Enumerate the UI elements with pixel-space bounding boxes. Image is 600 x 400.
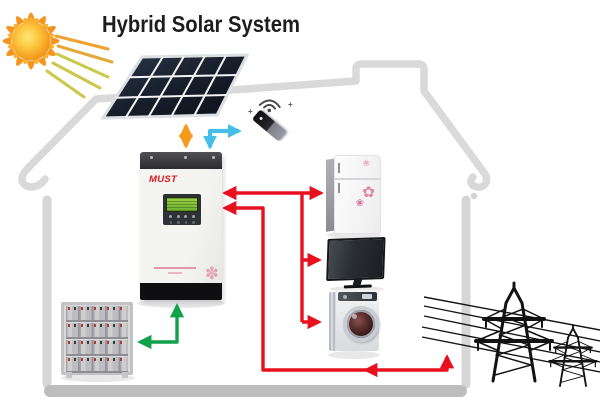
tv-screen xyxy=(326,236,386,282)
solar-panel-grid xyxy=(115,54,238,118)
sun-beams xyxy=(45,34,114,99)
remote-camera-dot xyxy=(258,116,264,121)
flower-icon: ✽ xyxy=(204,264,219,283)
inverter-bottom-panel xyxy=(140,283,222,300)
page-title: Hybrid Solar System xyxy=(102,11,300,37)
sun-disc xyxy=(11,21,51,61)
house-roof-dot xyxy=(470,192,478,200)
battery-shelf xyxy=(66,323,128,339)
television xyxy=(326,236,386,289)
inverter-lcd-screen xyxy=(166,197,198,212)
sun-rays xyxy=(2,12,60,70)
refrigerator-front: ❀ ✿ ❀ xyxy=(334,155,381,234)
refrigerator-door-divider xyxy=(335,178,380,180)
battery-rack-leg xyxy=(66,372,72,378)
inverter: MUST ✽ xyxy=(140,152,222,300)
inverter-brand-logo: MUST xyxy=(149,174,178,185)
inverter-lcd-module xyxy=(163,194,201,225)
washing-machine xyxy=(329,290,379,353)
inverter-model-text xyxy=(154,266,196,269)
refrigerator: ❀ ✿ ❀ xyxy=(326,155,381,235)
sun-icon xyxy=(2,12,60,70)
wifi-icon xyxy=(258,99,281,113)
house-roof xyxy=(18,60,491,191)
flow-arrows xyxy=(137,123,455,378)
washer-body xyxy=(336,290,379,351)
inverter-buttons xyxy=(163,215,201,218)
inverter-top-panel xyxy=(140,152,222,169)
inverter-buttons-row2 xyxy=(163,221,201,224)
refrigerator-handle xyxy=(338,163,340,173)
inverter-to-battery-arrow xyxy=(137,303,185,350)
battery-shelf xyxy=(66,340,128,356)
inverter-to-remote-arrow xyxy=(203,124,242,150)
house-outline xyxy=(18,60,491,397)
washer-side xyxy=(329,292,338,351)
wifi-remote-monitor: + + xyxy=(247,94,299,152)
transmission-tower-large xyxy=(474,281,554,383)
transmission-tower-small xyxy=(548,323,598,388)
sparkle-icon: + xyxy=(288,100,293,109)
flower-icon: ✿ xyxy=(362,184,375,201)
flower-icon: ❀ xyxy=(355,198,364,209)
sparkle-icon: + xyxy=(248,107,253,116)
flower-icon: ❀ xyxy=(362,158,370,168)
screw-icon xyxy=(212,156,215,159)
inverter-model-text-small xyxy=(168,272,182,274)
inverter-to-loads-arrows xyxy=(222,185,324,330)
refrigerator-handle xyxy=(338,183,340,193)
battery-shelf xyxy=(66,357,128,373)
washer-door xyxy=(343,306,379,342)
washer-display xyxy=(362,294,372,299)
battery-shelf xyxy=(66,306,128,322)
solar-panel xyxy=(100,53,250,120)
washer-control-panel xyxy=(338,292,377,301)
battery-bank xyxy=(61,302,133,378)
screw-icon xyxy=(150,156,153,159)
battery-rack-leg xyxy=(122,372,128,378)
screw-icon xyxy=(184,156,187,159)
washer-knob xyxy=(343,294,347,299)
inverter-to-grid-arrows xyxy=(222,200,455,378)
